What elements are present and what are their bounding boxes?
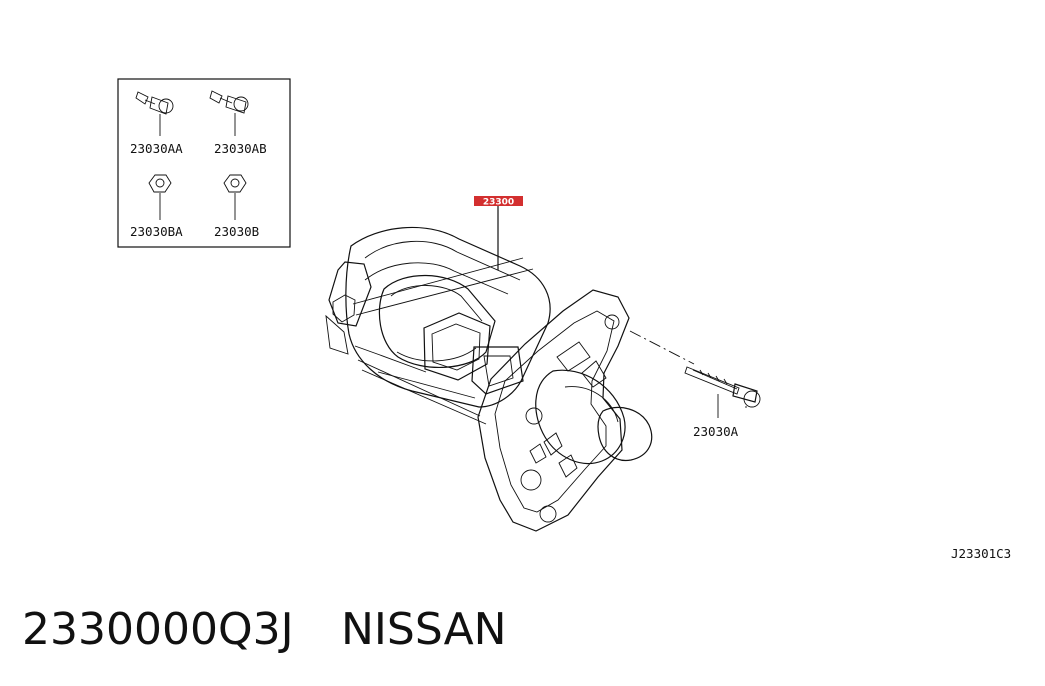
nut-icon <box>223 174 247 220</box>
label-23030AA: 23030AA <box>130 141 183 156</box>
highlight-box <box>474 196 523 206</box>
mounting-bolt-callout: 23030A <box>629 330 761 439</box>
starter-motor-icon <box>325 226 653 532</box>
label-23030A: 23030A <box>693 424 739 439</box>
bolt-icon <box>135 91 174 136</box>
nut-icon <box>148 174 172 220</box>
mounting-bolt-icon <box>684 366 761 408</box>
label-23030AB: 23030AB <box>214 141 267 156</box>
inset-frame <box>117 78 291 248</box>
diagram-code: J23301C3 <box>951 546 1011 561</box>
bolt-icon <box>209 90 249 136</box>
main-part-callout: 23300 <box>474 196 523 270</box>
part-number: 2330000Q3J <box>22 604 294 655</box>
fastener-inset: 23030AA 23030AB 23030BA 23030B <box>117 78 291 248</box>
brand-name: NISSAN <box>341 604 507 655</box>
label-23030B: 23030B <box>214 224 259 239</box>
label-23030BA: 23030BA <box>130 224 183 239</box>
label-23300: 23300 <box>483 198 514 208</box>
